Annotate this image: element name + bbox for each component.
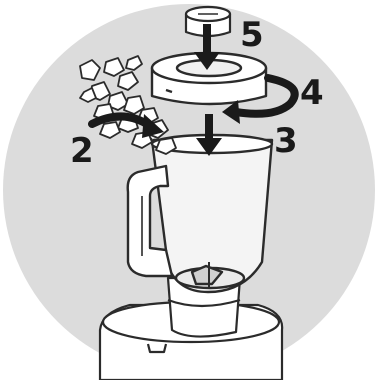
step-number-3: 3 — [274, 121, 298, 161]
step-number-5: 5 — [240, 15, 264, 55]
step-number-4: 4 — [300, 73, 324, 113]
step-number-2: 2 — [70, 131, 94, 171]
